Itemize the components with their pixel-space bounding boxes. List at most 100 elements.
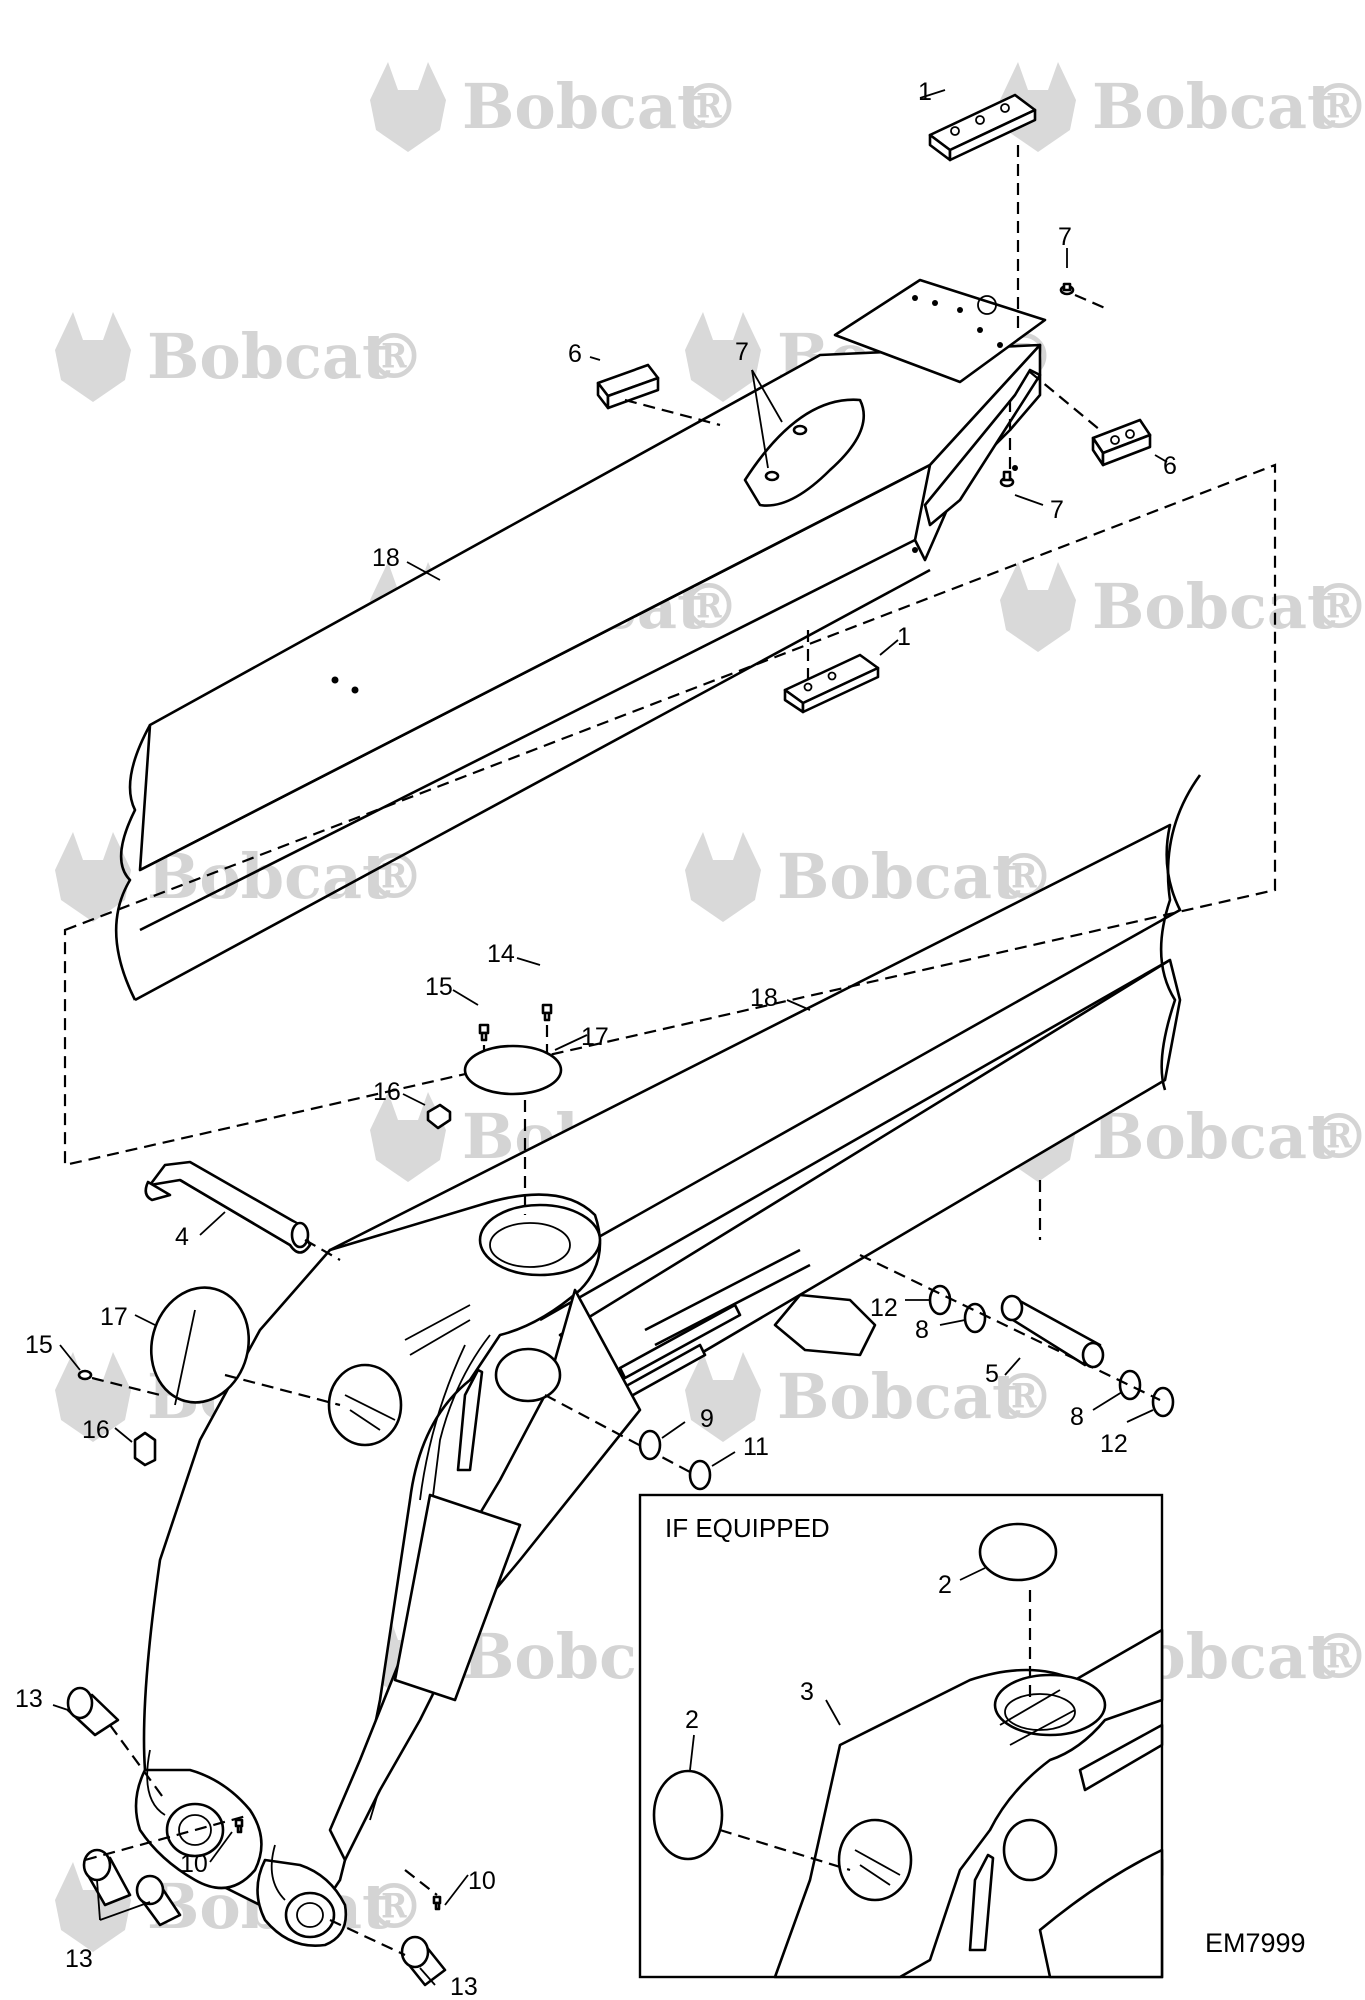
- svg-text:®: ®: [993, 1360, 1055, 1433]
- callout-1: 1: [897, 623, 911, 651]
- callout-2: 2: [938, 1571, 952, 1599]
- boom-main-outline: [142, 1193, 602, 1942]
- svg-text:®: ®: [1308, 1620, 1365, 1693]
- bobcat-logo-icon: [685, 832, 761, 922]
- bolt-hole: [932, 300, 938, 306]
- callouts: 1 7 6 7 6 7 18 1 14 15 17 16 18 4 17 15 …: [15, 78, 1177, 2000]
- boom-groove: [644, 1248, 801, 1332]
- inset-cylinder-bore-inner: [1004, 1693, 1076, 1731]
- nut-16-top: [426, 1103, 452, 1130]
- assembly-dashed-outline: [63, 463, 1277, 1167]
- watermark: Bobcat®: [55, 312, 425, 402]
- inset-slot: [968, 1853, 995, 1952]
- svg-text:®: ®: [363, 320, 425, 393]
- callout-16: 16: [373, 1078, 401, 1106]
- fitting-10-b-axis: [404, 1869, 438, 1896]
- pin-5-axis: [859, 1254, 1161, 1401]
- boom-groove: [654, 1263, 811, 1347]
- grease-fitting-10-b: [432, 1895, 442, 1911]
- callout-18: 18: [750, 984, 778, 1012]
- bolt-7-mid: [764, 424, 808, 482]
- inset-cylinder-bore: [993, 1673, 1107, 1737]
- bushing-13-a: [66, 1686, 120, 1737]
- boom-cover-bore-hatch: [349, 1409, 381, 1431]
- boom-lower-rib: [618, 1303, 742, 1380]
- boom-upper-break-line: [114, 724, 152, 1001]
- inset-title: IF EQUIPPED: [665, 1513, 830, 1543]
- figure-id: EM7999: [1205, 1928, 1306, 1958]
- bushing-13-a-axis: [109, 1724, 166, 1801]
- callout-9: 9: [700, 1405, 714, 1433]
- inset-groove: [1009, 1709, 1076, 1746]
- bushing-13-d-axis: [329, 1919, 406, 1956]
- callout-11: 11: [743, 1433, 769, 1461]
- callout-1: 1: [918, 78, 932, 106]
- callout-17: 17: [100, 1303, 128, 1331]
- boom-slot: [456, 1368, 484, 1472]
- access-cover-17-side: [149, 1286, 251, 1404]
- inset-groove: [999, 1689, 1061, 1726]
- inset-pivot-bore: [1002, 1818, 1058, 1882]
- access-cover-17-top: [463, 1044, 563, 1096]
- svg-text:Bobcat: Bobcat: [777, 840, 1021, 913]
- svg-text:®: ®: [1308, 1100, 1365, 1173]
- inset-cover-bore-hatch: [854, 1849, 901, 1876]
- boom-main-inner-rib: [419, 1344, 466, 1501]
- bobcat-logo-icon: [55, 832, 131, 922]
- callout-8: 8: [915, 1316, 929, 1344]
- boom-lug: [773, 1293, 877, 1357]
- svg-text:Bobcat: Bobcat: [777, 1360, 1021, 1433]
- callout-13: 13: [15, 1685, 43, 1713]
- callout-12: 12: [870, 1294, 898, 1322]
- bobcat-logo-icon: [370, 62, 446, 152]
- pin-5: [1000, 1294, 1105, 1369]
- boom-upper-section: [114, 278, 1047, 1002]
- bolt-hole: [351, 686, 359, 694]
- ring-8-a: [963, 1302, 987, 1334]
- bobcat-logo-icon: [1000, 562, 1076, 652]
- boom-side-bracket: [923, 368, 1042, 527]
- pivot-pin-4: [144, 1160, 312, 1254]
- watermark: Bobcat®: [55, 832, 425, 922]
- bobcat-logo-icon: [685, 1352, 761, 1442]
- bolt-7-topright: [1059, 282, 1075, 296]
- bolt-hole: [997, 342, 1003, 348]
- callout-7: 7: [1058, 223, 1072, 251]
- boom-foot-gusset: [270, 1844, 286, 1901]
- callout-10: 10: [468, 1867, 496, 1895]
- svg-text:®: ®: [1308, 570, 1365, 643]
- bolt-hole: [912, 295, 918, 301]
- bolt-7-under: [999, 470, 1015, 488]
- svg-text:®: ®: [1308, 70, 1365, 143]
- boom-cylinder-bore: [478, 1203, 602, 1277]
- bushing-13-bc-axis: [84, 1813, 251, 1862]
- callout-16: 16: [82, 1416, 110, 1444]
- inset-cover-bore-hatch: [859, 1864, 891, 1886]
- ring-12-b: [1151, 1386, 1175, 1418]
- callout-18: 18: [372, 544, 400, 572]
- bolt-hole: [977, 327, 983, 333]
- callout-5: 5: [985, 1360, 999, 1388]
- boom-main-inner-rib: [369, 1334, 491, 1821]
- bolt-15-side-axis: [91, 1376, 161, 1397]
- watermark: Bobcat®: [1000, 562, 1365, 652]
- callout-7: 7: [1050, 496, 1064, 524]
- shim-left: [596, 363, 660, 410]
- boom-groove: [404, 1304, 471, 1341]
- svg-text:Bobcat: Bobcat: [1092, 70, 1336, 143]
- inset-boom-side: [1038, 1848, 1164, 1979]
- callout-8: 8: [1070, 1403, 1084, 1431]
- wear-pad-mid: [783, 653, 880, 714]
- bolt-hole: [957, 307, 963, 313]
- callout-17: 17: [581, 1023, 609, 1051]
- boom-foot-bore-inner: [178, 1814, 212, 1846]
- callout-13: 13: [65, 1945, 93, 1973]
- watermark: Bobcat®: [685, 1352, 1055, 1442]
- bolt-hole: [912, 547, 918, 553]
- bolt-15: [478, 1023, 490, 1042]
- boom-lower-break-line: [1159, 774, 1202, 1091]
- callout-13: 13: [450, 1973, 478, 2000]
- svg-text:Bobcat: Bobcat: [462, 70, 706, 143]
- svg-text:®: ®: [363, 1870, 425, 1943]
- wear-pad-top: [928, 93, 1037, 162]
